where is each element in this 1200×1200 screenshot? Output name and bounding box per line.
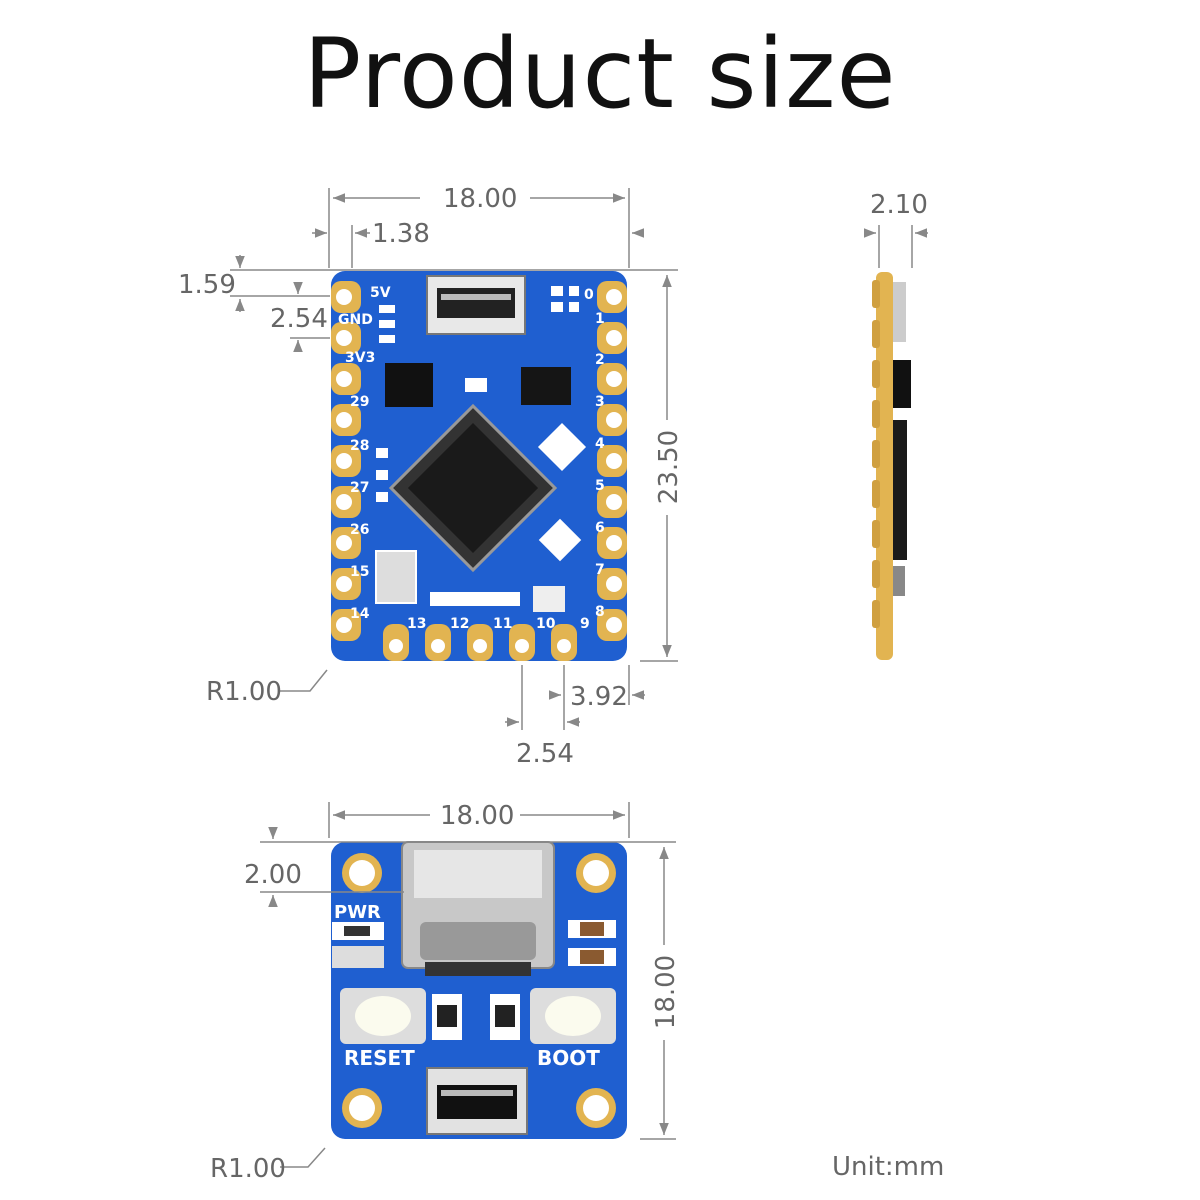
pin-label: GND	[338, 312, 373, 328]
front-pitch-bottom-label: 2.54	[516, 739, 574, 769]
front-pitch-left-label: 2.54	[270, 304, 328, 334]
rgb-led	[533, 586, 565, 612]
pin-label: 4	[595, 436, 605, 452]
reset-button	[340, 988, 426, 1044]
front-dimension-lines	[230, 188, 678, 730]
mcu-chip	[388, 403, 558, 573]
pin-label: 5V	[370, 285, 391, 301]
pin-label: 3	[595, 394, 605, 410]
flash-chip	[521, 367, 571, 405]
boot-button	[530, 988, 616, 1044]
pin-label: 8	[595, 604, 605, 620]
front-height-label: 23.50	[654, 429, 685, 505]
front-offset-y-label: 1.59	[178, 270, 236, 300]
back-fpc-connector	[426, 1067, 528, 1135]
pin-label: 6	[595, 520, 605, 536]
front-fpc-connector	[426, 275, 526, 335]
side-view	[872, 272, 911, 660]
pin-label: 11	[493, 616, 512, 632]
crystal	[375, 550, 417, 604]
pin-label: 26	[350, 522, 369, 538]
pin-label: 0	[584, 287, 594, 303]
pin-label: 13	[407, 616, 426, 632]
usb-c-connector	[401, 841, 555, 976]
pin-label: 14	[350, 606, 370, 622]
pin-label: 1	[595, 311, 605, 327]
pin-label: 9	[580, 616, 590, 632]
pin-label: 2	[595, 352, 605, 368]
side-dimension-lines	[864, 225, 928, 268]
pin-label: 5	[595, 478, 605, 494]
back-dimension-lines	[260, 802, 676, 1168]
back-connector-offset-label: 2.00	[244, 860, 302, 890]
front-offset-x-label: 1.38	[372, 219, 430, 249]
page-title: Product size	[303, 18, 897, 130]
front-corner-pin-label: 3.92	[570, 682, 628, 712]
back-board: PWR RESET BOOT	[331, 841, 627, 1139]
front-pin-labels: 5V GND 3V3 29 28 27 26 15 14 0 1 2 3 4 5…	[338, 285, 605, 632]
pin-label: 12	[450, 616, 469, 632]
mounting-holes	[342, 853, 616, 1128]
back-height-label: 18.00	[651, 954, 682, 1030]
front-radius-label: R1.00	[206, 677, 282, 707]
pin-label: 27	[350, 480, 369, 496]
pin-label: 10	[536, 616, 556, 632]
side-thickness-label: 2.10	[870, 190, 928, 220]
pin-label: 29	[350, 394, 369, 410]
capacitors	[568, 920, 616, 966]
pin-label: 28	[350, 438, 369, 454]
regulator-chip	[385, 363, 433, 407]
pwr-led	[332, 946, 384, 968]
back-radius-label: R1.00	[210, 1154, 286, 1184]
pwr-label: PWR	[334, 902, 381, 923]
pin-label: 3V3	[345, 350, 375, 366]
back-width-label: 18.00	[440, 801, 515, 831]
unit-label: Unit:mm	[832, 1152, 945, 1182]
front-board: 5V GND 3V3 29 28 27 26 15 14 0 1 2 3 4 5…	[331, 271, 627, 661]
pin-label: 15	[350, 564, 369, 580]
pin-label: 7	[595, 562, 605, 578]
boot-label: BOOT	[537, 1046, 600, 1070]
front-width-label: 18.00	[443, 184, 518, 214]
reset-label: RESET	[344, 1046, 415, 1070]
